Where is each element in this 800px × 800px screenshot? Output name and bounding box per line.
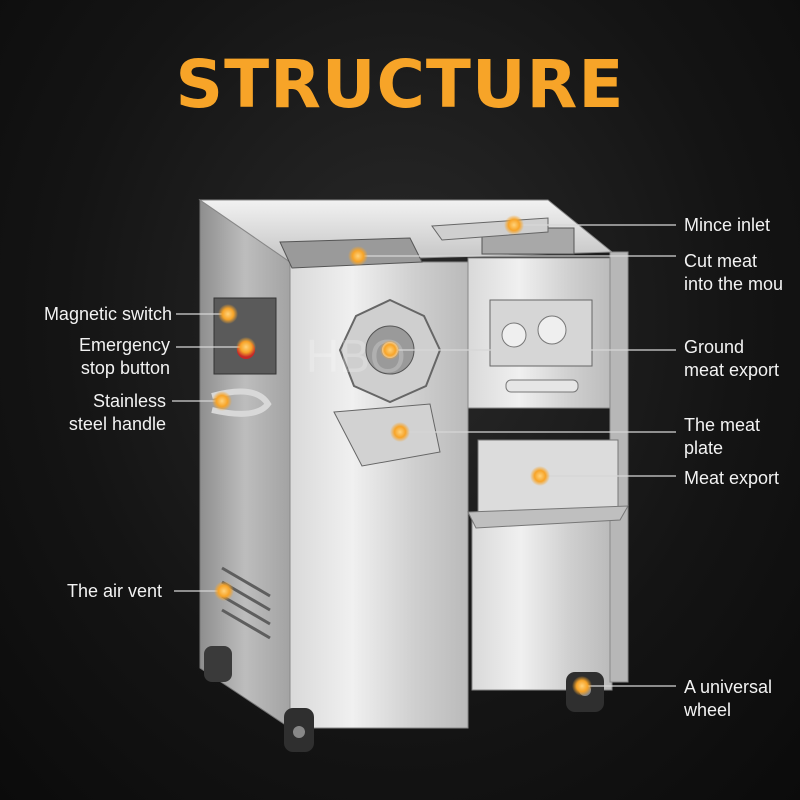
leader-lines <box>172 224 676 687</box>
wheel-left-back <box>204 646 232 682</box>
dot-handle <box>212 391 232 411</box>
callout-dots <box>212 215 592 696</box>
meat-plate-tray <box>333 403 441 467</box>
dot-wheel <box>572 676 592 696</box>
label-mince-inlet: Mince inlet <box>684 215 771 235</box>
label-magnetic-switch: Magnetic switch <box>43 304 172 324</box>
label-stainless-handle: Stainless steel handle <box>68 391 166 434</box>
page-title: STRUCTURE <box>175 46 625 123</box>
dot-magnetic-switch <box>218 304 238 324</box>
dot-cut-meat <box>348 246 368 266</box>
wheel-left-front <box>284 708 314 752</box>
label-air-vent: The air vent <box>66 581 162 601</box>
dot-mince-inlet <box>504 215 524 235</box>
label-ground-meat: Ground meat export <box>684 337 780 380</box>
dot-meat-plate <box>390 422 410 442</box>
label-cut-meat: Cut meat into the mou <box>684 251 784 294</box>
label-universal-wheel: A universal wheel <box>684 677 773 720</box>
cabinet-right-door <box>471 519 613 691</box>
cutter-handle <box>505 379 579 393</box>
dot-meat-export <box>530 466 550 486</box>
side-handle <box>211 388 272 417</box>
meat-export-lip <box>467 505 629 529</box>
dot-air-vent <box>214 581 234 601</box>
cutter-knob-right <box>537 315 567 345</box>
dot-ground-meat <box>380 340 400 360</box>
cutter-knob-left <box>501 322 527 348</box>
label-emergency-stop: Emergency stop button <box>78 335 170 378</box>
label-meat-export: Meat export <box>684 468 780 488</box>
dot-emergency <box>236 337 256 357</box>
label-meat-plate: The meat plate <box>684 415 761 458</box>
